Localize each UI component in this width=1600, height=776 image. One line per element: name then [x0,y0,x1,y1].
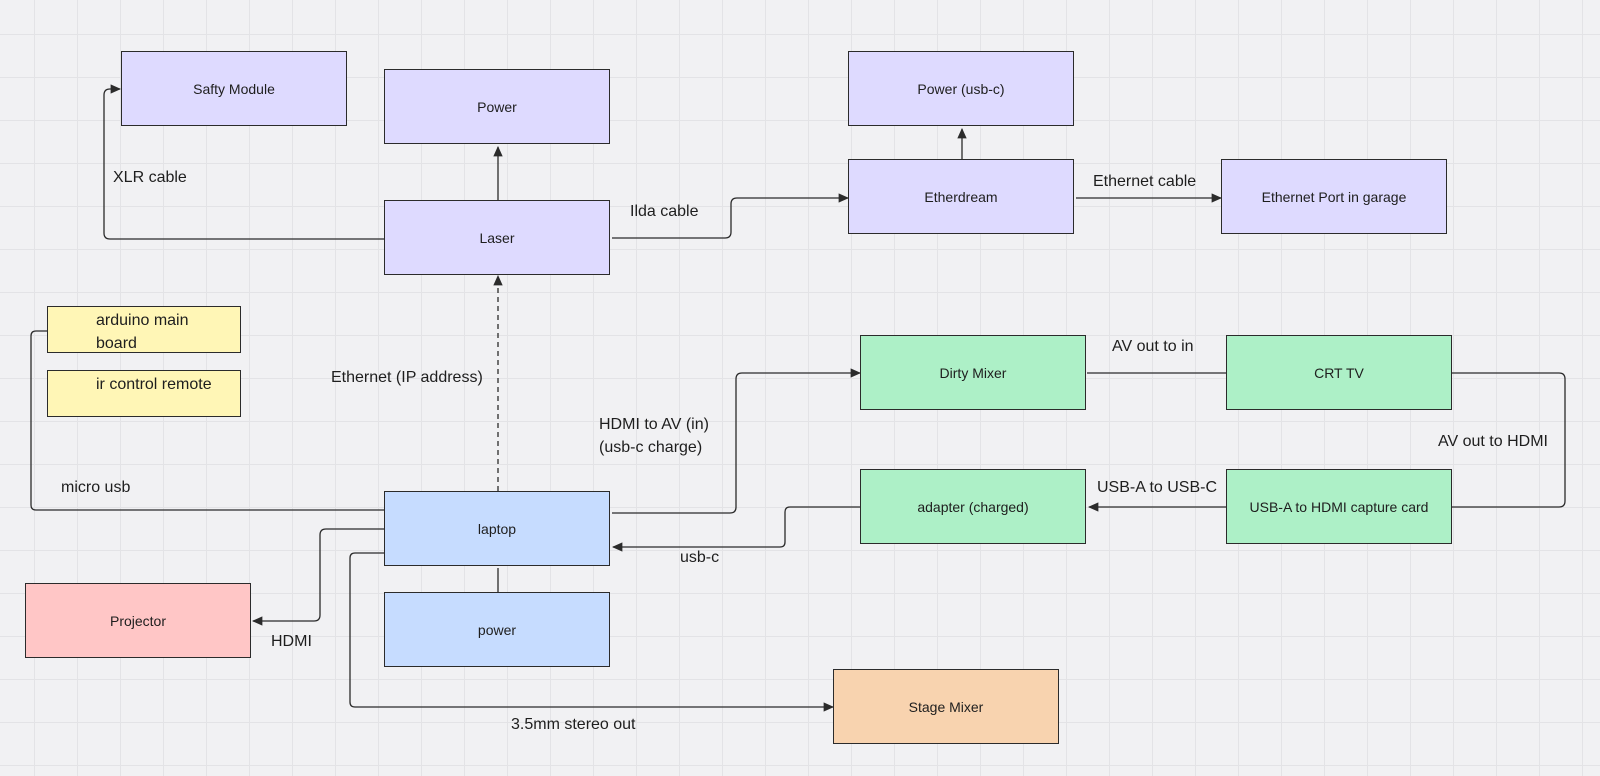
sticky-note-ir-remote[interactable]: ir control remote [47,370,241,417]
node-laptop[interactable]: laptop [384,491,610,566]
edge-label-hdmi: HDMI [271,633,312,650]
edge-label-usb-c: usb-c [680,549,720,566]
edge-label-ethernet-cable: Ethernet cable [1093,173,1197,190]
node-etherdream[interactable]: Etherdream [848,159,1074,234]
sticky-note-arduino[interactable]: arduino main board [47,306,241,353]
node-dirty-mixer[interactable]: Dirty Mixer [860,335,1086,410]
edge-label-ilda-cable: Ilda cable [630,203,699,220]
node-adapter[interactable]: adapter (charged) [860,469,1086,544]
edge-label-ethernet-ip: Ethernet (IP address) [331,369,483,386]
node-ethernet-port[interactable]: Ethernet Port in garage [1221,159,1447,234]
edge-label-usba-to-usbc: USB-A to USB-C [1097,479,1218,496]
node-power-usbc[interactable]: Power (usb-c) [848,51,1074,126]
node-power-laser[interactable]: Power [384,69,610,144]
node-safty-module[interactable]: Safty Module [121,51,347,126]
node-projector[interactable]: Projector [25,583,251,658]
edge-label-stereo-out: 3.5mm stereo out [511,716,636,733]
node-power-laptop[interactable]: power [384,592,610,667]
edge-label-micro-usb: micro usb [61,479,131,496]
connector-hdmi[interactable] [251,528,384,626]
node-capture-card[interactable]: USB-A to HDMI capture card [1226,469,1452,544]
connector-usb-c[interactable] [611,506,860,552]
node-crt-tv[interactable]: CRT TV [1226,335,1452,410]
edge-label-xlr-cable: XLR cable [113,169,187,186]
edge-label-av-out-to-in: AV out to in [1112,338,1194,355]
node-stage-mixer[interactable]: Stage Mixer [833,669,1059,744]
node-laser[interactable]: Laser [384,200,610,275]
edge-label-av-out-to-hdmi: AV out to HDMI [1438,433,1548,450]
edge-label-hdmi-to-av: HDMI to AV (in) [599,416,709,433]
edge-label-usbc-charge: (usb-c charge) [599,439,703,456]
